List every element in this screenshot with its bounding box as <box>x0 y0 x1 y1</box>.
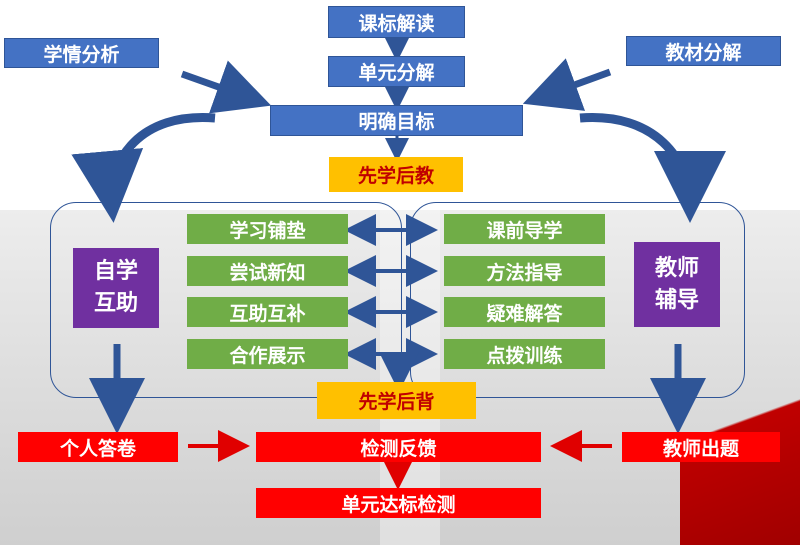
teacher-step-2: 方法指导 <box>444 256 605 286</box>
clarify-goals-box: 明确目标 <box>270 105 523 136</box>
teacher-step-1: 课前导学 <box>444 214 605 244</box>
curve-to-student <box>71 113 216 223</box>
self-study-line2: 互助 <box>93 291 138 316</box>
unit-test-box: 单元达标检测 <box>256 488 541 518</box>
teacher-step-3: 疑难解答 <box>444 297 605 327</box>
feedback-box: 检测反馈 <box>256 432 541 462</box>
teacher-guidance-block: 教师 辅导 <box>634 242 720 327</box>
student-step-4: 合作展示 <box>187 339 348 369</box>
textbook-analysis-box: 教材分解 <box>626 36 781 66</box>
arrow-learning-analysis <box>180 60 272 114</box>
student-step-3: 互助互补 <box>187 297 348 327</box>
teacher-questions-box: 教师出题 <box>622 432 780 462</box>
teacher-step-4: 点拨训练 <box>444 339 605 369</box>
arrow-textbook-analysis <box>522 58 612 111</box>
memorize-box: 先学后背 <box>317 382 476 419</box>
individual-answer-box: 个人答卷 <box>18 432 178 462</box>
teacher-guidance-line1: 教师 <box>654 255 699 281</box>
learning-analysis-box: 学情分析 <box>4 38 159 68</box>
student-step-2: 尝试新知 <box>187 256 348 286</box>
curve-to-teacher <box>579 113 726 223</box>
unit-breakdown-box: 单元分解 <box>328 56 465 87</box>
learn-first-box: 先学后教 <box>329 157 463 192</box>
teacher-guidance-line2: 辅导 <box>654 287 699 313</box>
self-study-line1: 自学 <box>93 259 138 285</box>
self-study-block: 自学 互助 <box>73 248 159 328</box>
student-step-1: 学习铺垫 <box>187 214 348 244</box>
standards-box: 课标解读 <box>328 6 465 38</box>
